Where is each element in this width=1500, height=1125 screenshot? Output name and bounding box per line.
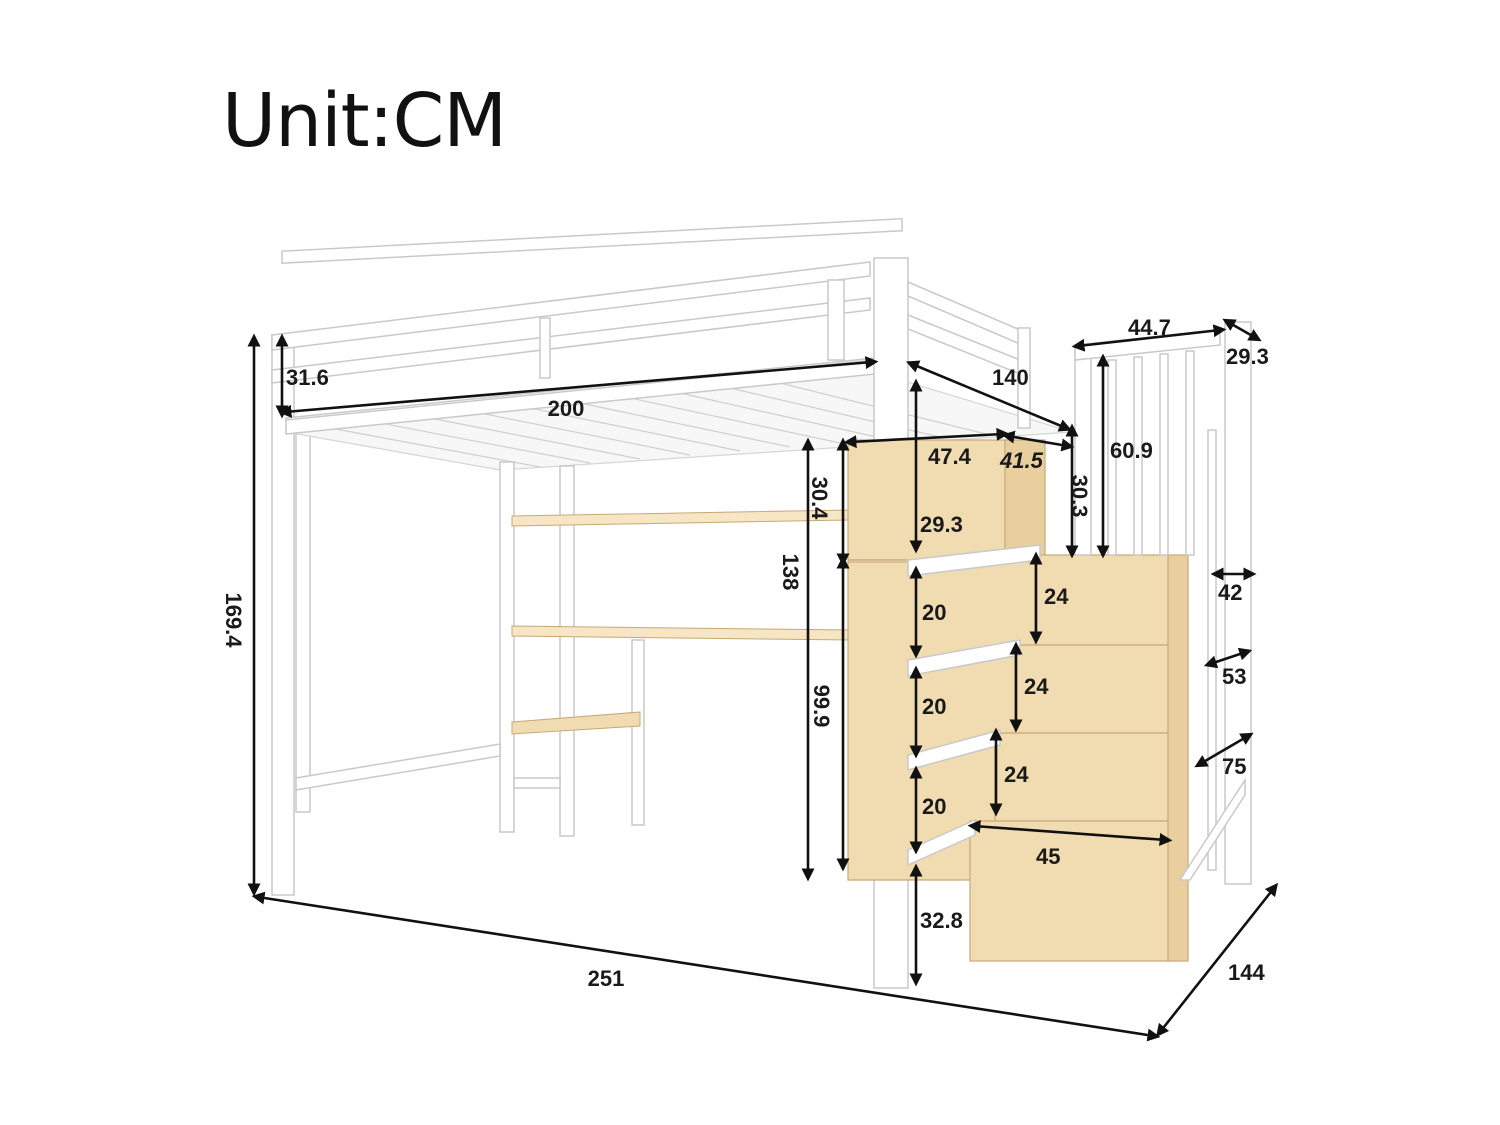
dim-cabinet-depth: 41.5 [999,448,1044,473]
dim-overall-height: 169.4 [221,592,246,648]
dim-step-3: 24 [1004,762,1029,787]
dim-compartment-inner: 29.3 [920,512,963,537]
dim-step-1: 24 [1044,584,1069,609]
staircase [907,321,1252,962]
dim-bed-width: 140 [992,365,1029,390]
dim-step-depth: 45 [1036,844,1060,869]
dim-desk-height: 99.9 [809,685,834,728]
dim-step-2: 24 [1024,674,1049,699]
dim-shelf-3: 20 [922,794,946,819]
dim-stair-top-width: 44.7 [1128,315,1171,340]
dim-stair-top-depth: 29.3 [1226,344,1269,369]
dim-total-length: 251 [588,966,625,991]
dim-handrail-2: 53 [1222,664,1246,689]
dim-top-compartment-height: 30.3 [1067,475,1092,518]
dim-guardrail-height: 31.6 [286,365,329,390]
dim-rail-height: 60.9 [1110,438,1153,463]
dim-total-width: 144 [1228,960,1265,985]
dim-handrail-3: 75 [1222,754,1246,779]
dim-handrail-1: 42 [1218,580,1242,605]
dimension-lines [247,318,1279,1042]
unit-title: Unit:CM [222,78,507,164]
dim-shelf-1: 20 [922,600,946,625]
dim-cabinet-width: 47.4 [928,444,972,469]
dim-top-cabinet-height: 30.4 [807,477,832,521]
dim-under-bed-clearance: 138 [778,554,803,591]
dim-shelf-2: 20 [922,694,946,719]
dimension-labels: 169.4 31.6 200 140 44.7 29.3 60.9 47.4 4… [221,315,1269,991]
dim-bottom-gap: 32.8 [920,908,963,933]
dim-bed-length: 200 [548,396,585,421]
